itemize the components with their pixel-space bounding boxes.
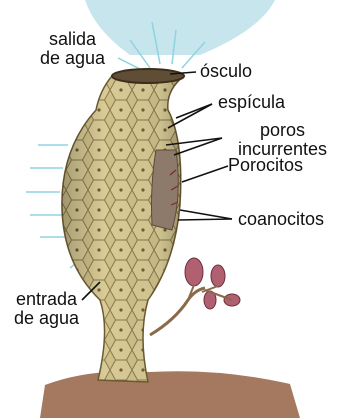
spongocoel-cutaway [152, 150, 179, 230]
label-porocitos: Porocitos [228, 156, 303, 175]
osculum-rim [112, 69, 184, 83]
label-salida-line1: salida [40, 30, 105, 49]
label-osculo: ósculo [200, 62, 252, 81]
leader-coanocitos-2 [178, 219, 232, 220]
label-salida-line2: de agua [40, 49, 105, 68]
leader-coanocitos-1 [180, 210, 232, 219]
label-poros-incurrentes: poros incurrentes [238, 121, 327, 159]
label-entrada-line1: entrada [14, 290, 79, 309]
label-coanocitos: coanocitos [238, 210, 324, 229]
label-poros-line1: poros [238, 121, 327, 140]
leader-espicula-2 [168, 104, 212, 128]
label-entrada-de-agua: entrada de agua [14, 290, 79, 328]
label-entrada-line2: de agua [14, 309, 79, 328]
label-espicula: espícula [218, 93, 285, 112]
substrate-rock [40, 371, 300, 418]
leader-porocitos [182, 166, 228, 182]
water-plume [85, 0, 275, 55]
label-salida-de-agua: salida de agua [40, 30, 105, 68]
